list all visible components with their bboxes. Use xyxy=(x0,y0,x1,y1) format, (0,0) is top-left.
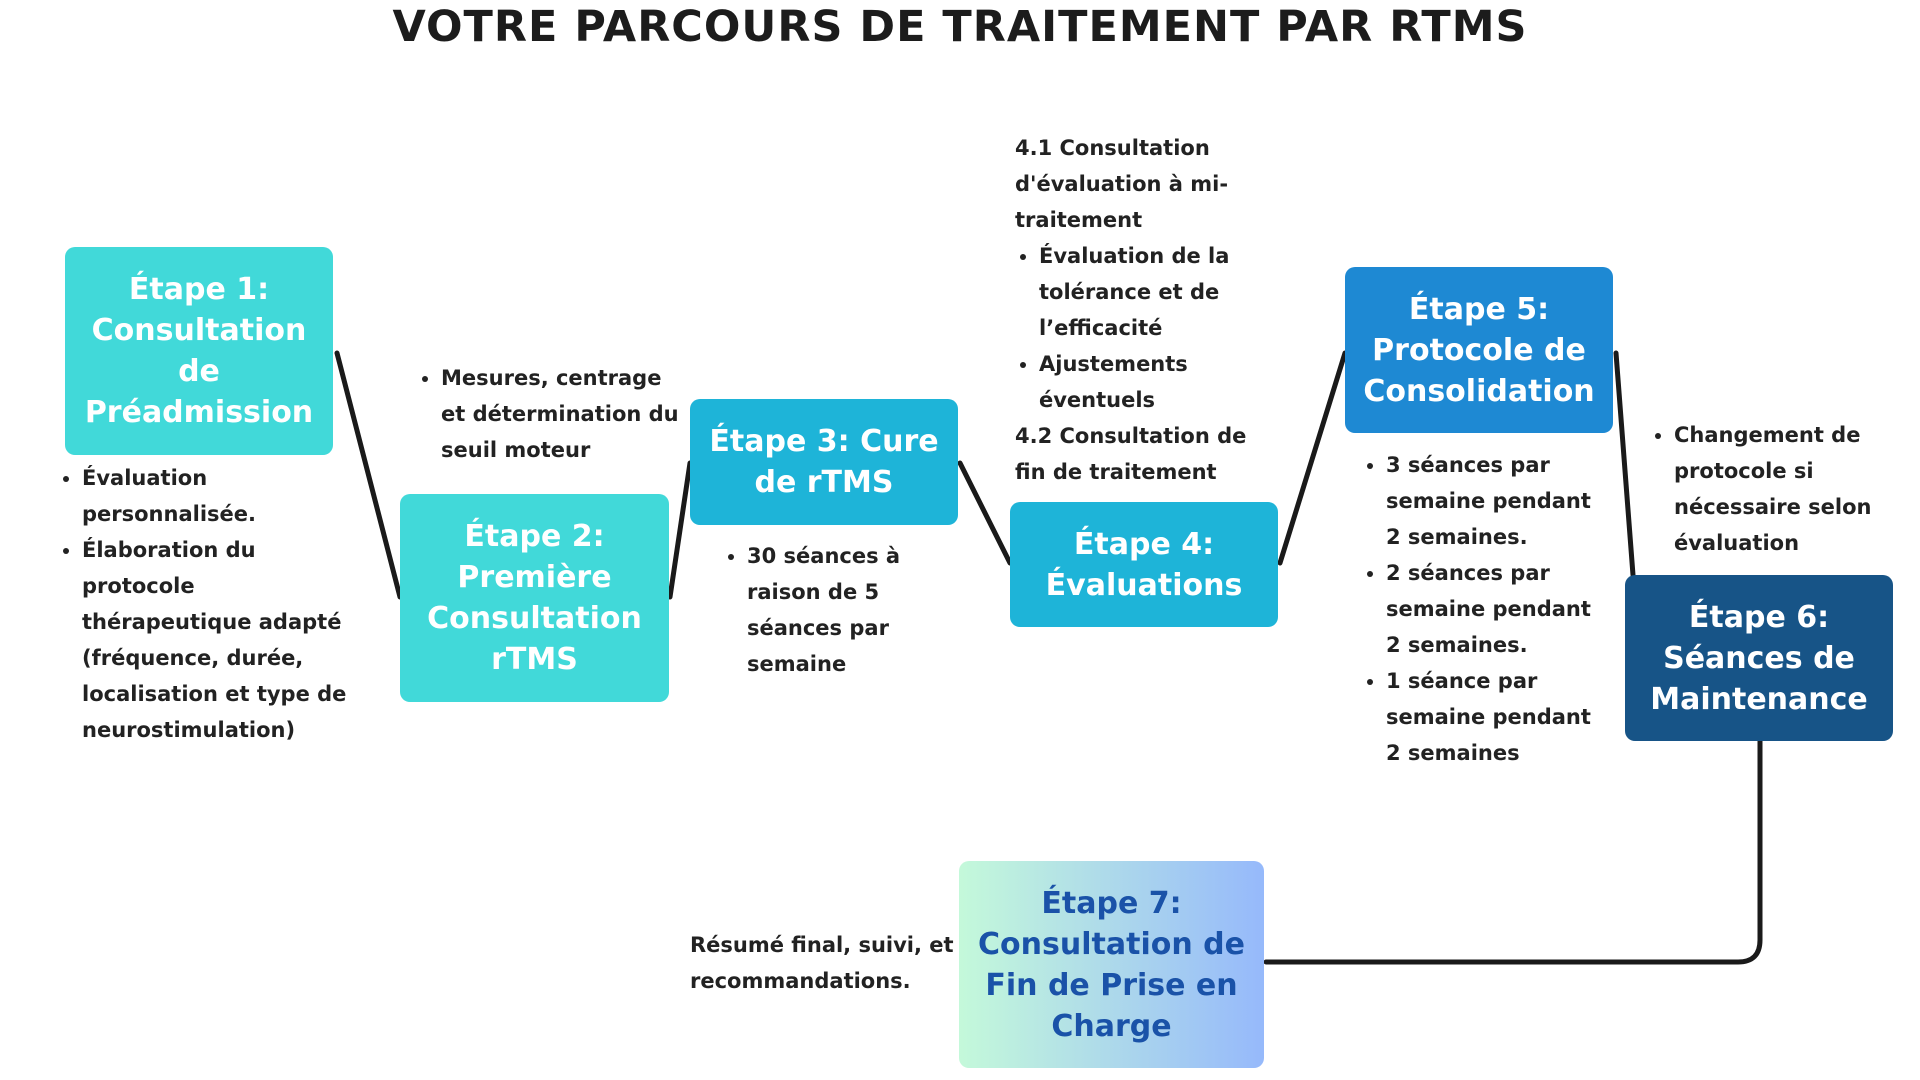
step-2-label: Étape 2: Première Consultation rTMS xyxy=(427,519,642,677)
step-7-box: Étape 7: Consultation de Fin de Prise en… xyxy=(959,861,1264,1068)
step-7-notes: Résumé final, suivi, et recommandations. xyxy=(690,927,960,999)
step-3-box: Étape 3: Cure de rTMS xyxy=(690,399,958,525)
connector-step3-step4 xyxy=(957,460,1013,566)
step-4-note-item: Évaluation de la tolérance et de l’effic… xyxy=(1039,238,1255,346)
step-4-label: Étape 4: Évaluations xyxy=(1045,526,1243,603)
step-5-note-item: 1 séance par semaine pendant 2 semaines xyxy=(1386,663,1602,771)
step-5-label: Étape 5: Protocole de Consolidation xyxy=(1363,291,1595,409)
step-2-note-item: Mesures, centrage et détermination du se… xyxy=(441,360,679,468)
step-4-box: Étape 4: Évaluations xyxy=(1010,502,1278,627)
step-1-note-item: Évaluation personnalisée. xyxy=(82,460,348,532)
step-6-note-item: Changement de protocole si nécessaire se… xyxy=(1674,417,1880,561)
step-3-label: Étape 3: Cure de rTMS xyxy=(709,424,939,500)
step-3-notes: 30 séances à raison de 5 séances par sem… xyxy=(723,538,908,682)
step-4-notes: 4.1 Consultation d'évaluation à mi-trait… xyxy=(1015,130,1255,490)
step-5-note-item: 2 séances par semaine pendant 2 semaines… xyxy=(1386,555,1602,663)
step-1-note-item: Élaboration du protocole thérapeutique a… xyxy=(82,532,348,748)
step-6-label: Étape 6: Séances de Maintenance xyxy=(1650,599,1868,717)
step-2-notes: Mesures, centrage et détermination du se… xyxy=(417,360,679,468)
step-4-note-item: Ajustements éventuels xyxy=(1039,346,1255,418)
step-5-note-item: 3 séances par semaine pendant 2 semaines… xyxy=(1386,447,1602,555)
step-6-box: Étape 6: Séances de Maintenance xyxy=(1625,575,1893,741)
connector-step6-step7 xyxy=(1263,738,1763,965)
step-3-note-item: 30 séances à raison de 5 séances par sem… xyxy=(747,538,908,682)
step-2-box: Étape 2: Première Consultation rTMS xyxy=(400,494,669,702)
connector-step1-step2 xyxy=(334,350,403,600)
step-7-note-text: Résumé final, suivi, et recommandations. xyxy=(690,933,954,993)
connector-step4-step5 xyxy=(1277,350,1348,566)
connector-step5-step6 xyxy=(1613,350,1636,578)
step-5-notes: 3 séances par semaine pendant 2 semaines… xyxy=(1362,447,1602,771)
step-1-box: Étape 1: Consultation de Préadmission xyxy=(65,247,333,455)
step-7-label: Étape 7: Consultation de Fin de Prise en… xyxy=(978,885,1245,1044)
step-5-box: Étape 5: Protocole de Consolidation xyxy=(1345,267,1613,433)
step-4-note-heading: 4.2 Consultation de fin de traitement xyxy=(1015,424,1247,484)
connector-step2-step3 xyxy=(667,460,693,600)
page-title: VOTRE PARCOURS DE TRAITEMENT PAR RTMS xyxy=(392,2,1528,52)
step-1-notes: Évaluation personnalisée. Élaboration du… xyxy=(58,460,348,748)
step-6-notes: Changement de protocole si nécessaire se… xyxy=(1650,417,1880,561)
step-1-label: Étape 1: Consultation de Préadmission xyxy=(84,272,314,430)
step-4-note-heading: 4.1 Consultation d'évaluation à mi-trait… xyxy=(1015,136,1229,232)
